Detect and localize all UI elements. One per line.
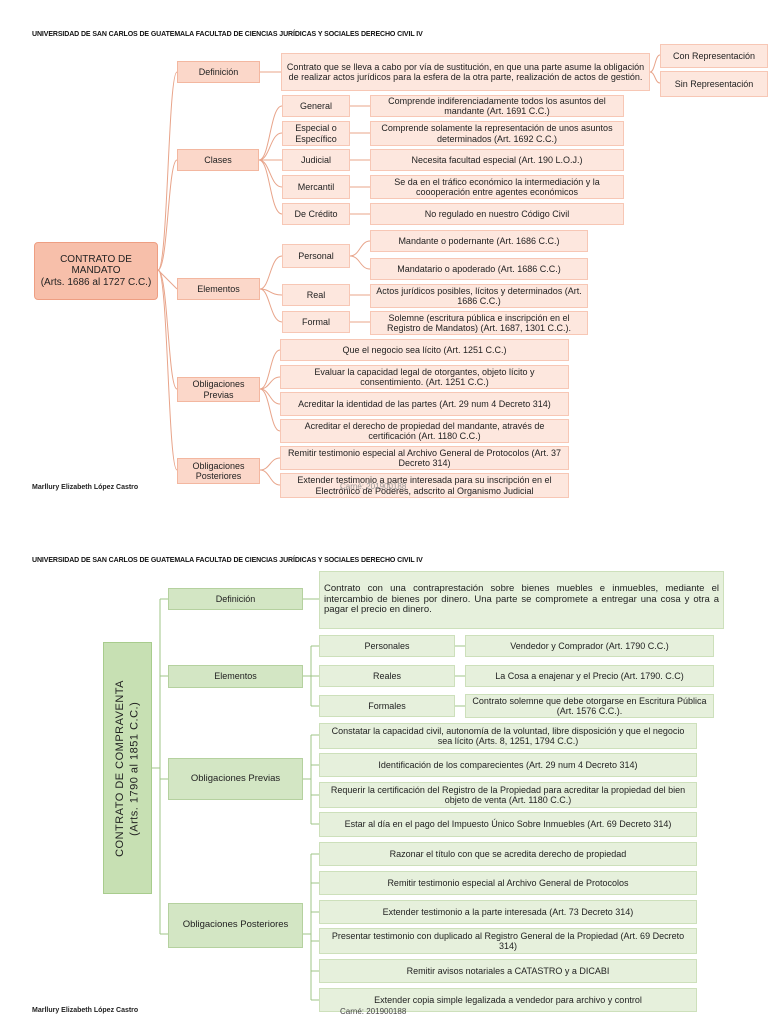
- root-title: CONTRATO DE MANDATO: [60, 253, 132, 277]
- clase-desc: Comprende solamente la representación de…: [370, 121, 624, 146]
- clase-name: Mercantil: [282, 175, 350, 199]
- root-node-compraventa: CONTRATO DE COMPRAVENTA (Arts. 1790 al 1…: [103, 642, 152, 894]
- clase-name: Judicial: [282, 149, 350, 171]
- tipo-con-representacion: Con Representación: [660, 44, 768, 68]
- category-elementos: Elementos: [177, 278, 260, 300]
- category-clases: Clases: [177, 149, 259, 171]
- elemento-desc: Mandante o podernante (Art. 1686 C.C.): [370, 230, 588, 252]
- elemento-desc: Contrato solemne que debe otorgarse en E…: [465, 694, 714, 718]
- tipo-sin-representacion: Sin Representación: [660, 71, 768, 97]
- root-subtitle: (Arts. 1686 al 1727 C.C.): [40, 276, 152, 288]
- obligacion-item: Estar al día en el pago del Impuesto Úni…: [319, 812, 697, 837]
- carne-text: Carné: 201900188: [340, 482, 407, 491]
- obligacion-item: Requerir la certificación del Registro d…: [319, 782, 697, 808]
- elemento-formal: Formal: [282, 311, 350, 333]
- page-header: UNIVERSIDAD DE SAN CARLOS DE GUATEMALA F…: [32, 31, 423, 38]
- category-obligaciones-previas: Obligaciones Previas: [168, 758, 303, 800]
- elemento-desc: Mandatario o apoderado (Art. 1686 C.C.): [370, 258, 588, 280]
- category-definicion: Definición: [168, 588, 303, 610]
- definicion-text: Contrato que se lleva a cabo por vía de …: [281, 53, 650, 91]
- author-name: Marllury Elizabeth López Castro: [32, 484, 139, 491]
- obligacion-item: Que el negocio sea lícito (Art. 1251 C.C…: [280, 339, 569, 361]
- category-elementos: Elementos: [168, 665, 303, 688]
- elemento-name: Personales: [319, 635, 455, 657]
- obligacion-item: Extender testimonio a la parte interesad…: [319, 900, 697, 924]
- root-subtitle: (Arts. 1790 al 1851 C.C.): [128, 700, 141, 836]
- obligacion-item: Identificación de los comparecientes (Ar…: [319, 753, 697, 777]
- category-obligaciones-posteriores: Obligaciones Posteriores: [177, 458, 260, 484]
- obligacion-item: Constatar la capacidad civil, autonomía …: [319, 723, 697, 749]
- carne-text: Carné: 201900188: [340, 1007, 407, 1016]
- clase-desc: Necesita facultad especial (Art. 190 L.O…: [370, 149, 624, 171]
- elemento-desc: La Cosa a enajenar y el Precio (Art. 179…: [465, 665, 714, 687]
- obligacion-item: Extender testimonio a parte interesada p…: [280, 473, 569, 498]
- obligacion-item: Remitir testimonio especial al Archivo G…: [280, 446, 569, 470]
- clase-desc: Comprende indiferenciadamente todos los …: [370, 95, 624, 117]
- obligacion-item: Remitir avisos notariales a CATASTRO y a…: [319, 959, 697, 983]
- elemento-real: Real: [282, 284, 350, 306]
- elemento-desc: Solemne (escritura pública e inscripción…: [370, 311, 588, 335]
- obligacion-item: Remitir testimonio especial al Archivo G…: [319, 871, 697, 895]
- obligacion-item: Presentar testimonio con duplicado al Re…: [319, 928, 697, 954]
- author-name: Marllury Elizabeth López Castro: [32, 1007, 139, 1014]
- category-obligaciones-posteriores: Obligaciones Posteriores: [168, 903, 303, 948]
- elemento-name: Reales: [319, 665, 455, 687]
- obligacion-item: Acreditar el derecho de propiedad del ma…: [280, 419, 569, 443]
- clase-name: General: [282, 95, 350, 117]
- obligacion-item: Acreditar la identidad de las partes (Ar…: [280, 392, 569, 416]
- obligacion-item: Extender copia simple legalizada a vende…: [319, 988, 697, 1012]
- clase-desc: No regulado en nuestro Código Civil: [370, 203, 624, 225]
- root-node-mandato: CONTRATO DE MANDATO (Arts. 1686 al 1727 …: [34, 242, 158, 300]
- definicion-text: Contrato con una contraprestación sobre …: [319, 571, 724, 629]
- elemento-name: Formales: [319, 695, 455, 717]
- clase-desc: Se da en el tráfico económico la interme…: [370, 175, 624, 199]
- elemento-desc: Actos jurídicos posibles, lícitos y dete…: [370, 284, 588, 308]
- elemento-personal: Personal: [282, 244, 350, 268]
- clase-name: De Crédito: [282, 203, 350, 225]
- root-title: CONTRATO DE COMPRAVENTA: [114, 679, 127, 857]
- obligacion-item: Razonar el título con que se acredita de…: [319, 842, 697, 866]
- elemento-desc: Vendedor y Comprador (Art. 1790 C.C.): [465, 635, 714, 657]
- obligacion-item: Evaluar la capacidad legal de otorgantes…: [280, 365, 569, 389]
- category-definicion: Definición: [177, 61, 260, 83]
- page-header: UNIVERSIDAD DE SAN CARLOS DE GUATEMALA F…: [32, 557, 423, 564]
- category-obligaciones-previas: Obligaciones Previas: [177, 377, 260, 402]
- clase-name: Especial o Específico: [282, 121, 350, 146]
